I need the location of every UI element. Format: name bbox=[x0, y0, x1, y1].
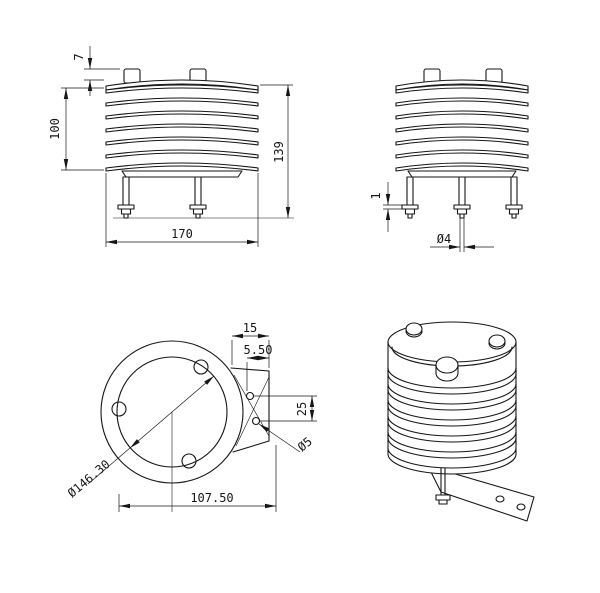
dimension-flange-diameter: Ø146.30 bbox=[65, 375, 215, 500]
dim-hole-edge-offset-label: 5.50 bbox=[244, 343, 273, 357]
top-cap-iso bbox=[387, 321, 517, 449]
dim-stack-height-label: 100 bbox=[48, 118, 62, 140]
dimension-width: 170 bbox=[105, 173, 259, 247]
dimension-bracket-reach: 107.50 bbox=[118, 412, 277, 512]
dim-tab-length-label: 15 bbox=[243, 321, 257, 335]
isometric-view bbox=[387, 321, 535, 522]
mounting-bracket bbox=[230, 367, 270, 453]
mounting-lugs bbox=[123, 68, 207, 84]
mounting-legs bbox=[401, 176, 523, 219]
center-cap bbox=[435, 356, 459, 374]
louver-stack bbox=[105, 79, 259, 178]
dim-cap-height-label: 7 bbox=[72, 53, 86, 60]
mounting-legs bbox=[117, 176, 207, 219]
bottom-view: 15 5.50 25 Ø5 Ø146.30 107.50 bbox=[65, 321, 317, 512]
sensor-knob bbox=[405, 322, 423, 336]
dimension-hole-pitch: 25 bbox=[254, 395, 317, 422]
dim-bolt-diameter-label: Ø4 bbox=[437, 232, 451, 246]
dim-bracket-reach-label: 107.50 bbox=[190, 491, 233, 505]
dim-total-height-label: 139 bbox=[272, 141, 286, 163]
dim-hole-diameter-label: Ø5 bbox=[295, 434, 315, 454]
side-view: 1 Ø4 bbox=[369, 68, 529, 252]
mounting-lugs bbox=[423, 68, 503, 84]
dimension-stack-height: 100 bbox=[48, 87, 104, 171]
dim-width-label: 170 bbox=[171, 227, 193, 241]
dim-flange-diameter-label: Ø146.30 bbox=[65, 457, 113, 500]
flange-holes bbox=[111, 359, 209, 469]
front-view: 7 100 139 170 bbox=[48, 46, 294, 247]
dimension-cap-height: 7 bbox=[72, 46, 120, 96]
dimension-total-height: 139 bbox=[260, 84, 293, 218]
dimension-hole-diameter: Ø5 bbox=[258, 423, 315, 454]
sensor-knob bbox=[488, 334, 506, 348]
dimension-hole-edge-offset: 5.50 bbox=[244, 343, 273, 391]
dimension-tab-length: 15 bbox=[231, 321, 270, 368]
dimension-bolt-diameter: Ø4 bbox=[430, 218, 494, 252]
dim-washer-thickness-label: 1 bbox=[369, 192, 383, 199]
bolt-iso bbox=[435, 467, 451, 505]
louver-bands-iso bbox=[387, 367, 517, 475]
dim-hole-pitch-label: 25 bbox=[295, 402, 309, 416]
louver-stack bbox=[395, 79, 529, 178]
bracket-plate bbox=[427, 465, 535, 522]
dimension-washer-thickness: 1 bbox=[369, 182, 402, 232]
